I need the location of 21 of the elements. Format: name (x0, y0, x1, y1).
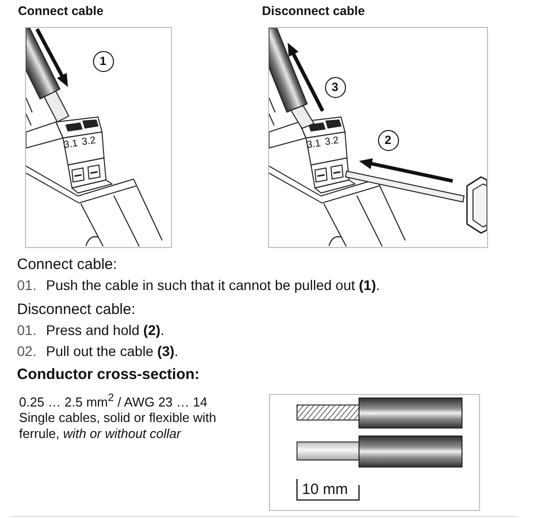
section-heading: Disconnect cable: (17, 301, 136, 319)
callout-number: 2 (378, 130, 398, 150)
terminal-label: 3.1 (63, 138, 79, 152)
section-heading: Connect cable: (17, 256, 118, 274)
step-text: Press and hold (2). (46, 322, 164, 339)
figure-heading: Connect cable (18, 4, 104, 19)
callout-number: 1 (92, 50, 114, 72)
step-text: Pull out the cable (3). (46, 343, 178, 360)
step-number: 02. (17, 343, 36, 360)
section-heading: Conductor cross-section: (17, 366, 200, 384)
figure-heading: Disconnect cable (262, 4, 365, 19)
callout-number: 3 (324, 76, 346, 98)
terminal-label: 3.1 (306, 138, 322, 152)
dimension-label: 10 mm (302, 482, 348, 497)
terminal-label: 3.2 (81, 135, 97, 149)
terminal-label: 3.2 (324, 135, 340, 149)
step-number: 01. (17, 322, 36, 339)
step-text: Push the cable in such that it cannot be pulled out (1). (46, 277, 380, 294)
spec-text: 0.25 … 2.5 mm$^{2}$ / AWG 23 … 14 (19, 391, 208, 410)
description-text: Single cables, solid or flexible with ferrule, with or without collar (19, 410, 218, 442)
step-number: 01. (17, 277, 36, 294)
